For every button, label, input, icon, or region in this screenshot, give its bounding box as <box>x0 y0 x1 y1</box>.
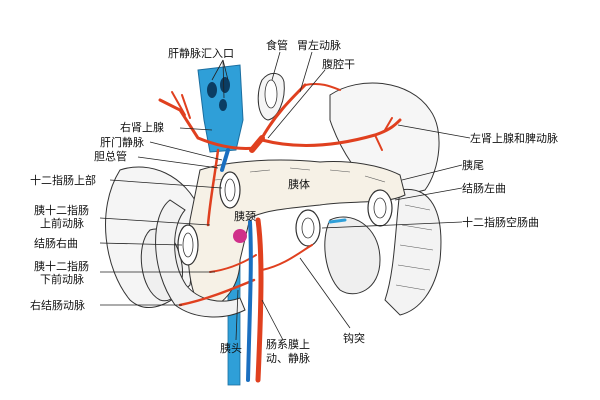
label-hepatic-vein-inlet: 肝静脉汇入口 <box>168 46 234 60</box>
hepatic-vein-opening-3 <box>219 99 227 111</box>
left-gastric-upper-branch <box>304 82 341 91</box>
label-aspd-artery-2: 上前动脉 <box>40 216 84 230</box>
right-colic-artery <box>178 278 256 307</box>
duodenum-cut-superior <box>219 171 241 209</box>
label-aipd-artery-1: 胰十二指肠 <box>34 259 89 273</box>
arteries <box>158 82 402 383</box>
label-left-colic-flexure: 结肠左曲 <box>462 182 506 195</box>
label-portal-vein: 肝门静脉 <box>100 135 144 149</box>
label-pancreatic-tail: 胰尾 <box>462 158 484 172</box>
common-hepatic-artery <box>158 98 257 150</box>
right-hepatic-branches <box>171 91 191 119</box>
colon-left-haustra <box>395 204 434 291</box>
jejunal-artery <box>261 244 313 271</box>
label-right-colic-flexure: 结肠右曲 <box>34 236 78 250</box>
superior-mesenteric-artery <box>255 217 264 383</box>
label-pancreatic-head: 胰头 <box>220 341 242 355</box>
label-pancreatic-body: 胰体 <box>288 177 310 191</box>
veins <box>220 148 347 382</box>
label-esophagus: 食管 <box>266 38 288 52</box>
label-sm-vessels-1: 肠系膜上 <box>266 338 310 351</box>
label-aipd-artery-2: 下前动脉 <box>40 272 84 286</box>
portal-vein <box>220 148 230 172</box>
label-pancreatic-neck: 胰颈 <box>234 209 256 223</box>
superior-mesenteric-vein <box>246 220 253 382</box>
splenic-upper-branch <box>374 117 393 151</box>
leader-lines <box>99 51 471 341</box>
esophagus <box>257 73 285 121</box>
label-right-adrenal: 右肾上腺 <box>120 120 164 134</box>
label-duodenum-superior: 十二指肠上部 <box>30 173 96 187</box>
left-renal-vein <box>328 218 347 224</box>
label-celiac-trunk: 腹腔干 <box>322 57 355 71</box>
label-aspd-artery-1: 胰十二指肠 <box>34 203 89 217</box>
label-duodenojejunal-flexure: 十二指肠空肠曲 <box>462 215 539 229</box>
hepatic-vein-opening-1 <box>207 82 217 98</box>
duodenum-loop <box>155 199 246 318</box>
labels: 肝静脉汇入口 食管 胃左动脉 腹腔干 右肾上腺 肝门静脉 胆总管 十二指肠上部 … <box>30 38 558 365</box>
label-left-gastric-artery: 胃左动脉 <box>297 38 341 52</box>
hepatic-vein-opening-2 <box>220 77 230 93</box>
label-sm-vessels-2: 动、静脉 <box>266 351 310 365</box>
kidney-left <box>324 216 381 295</box>
cut-sections <box>177 171 393 266</box>
label-uncinate-process: 钩突 <box>343 331 365 345</box>
label-common-bile-duct: 胆总管 <box>94 149 127 163</box>
label-left-adrenal-splenic: 左肾上腺和脾动脉 <box>470 131 558 145</box>
pancreatic-duct-magenta <box>233 229 247 243</box>
colon-cut-left <box>367 189 393 227</box>
colon-left <box>384 188 442 316</box>
splenic-artery <box>260 118 402 147</box>
label-right-colic-artery: 右结肠动脉 <box>30 298 85 312</box>
jejunum-cut <box>295 209 321 247</box>
